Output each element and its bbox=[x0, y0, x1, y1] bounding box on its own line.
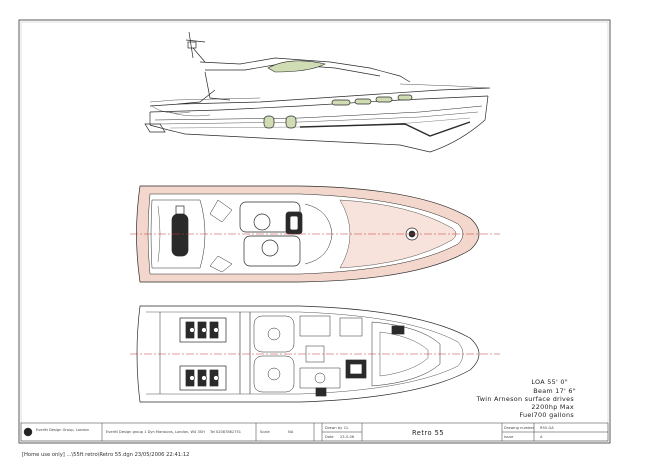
engine bbox=[179, 365, 227, 391]
spec-fuel: Fuel700 gallons bbox=[519, 411, 574, 419]
window-strip bbox=[354, 98, 372, 105]
spec-loa: LOA 55' 0" bbox=[531, 378, 568, 386]
engine bbox=[179, 317, 227, 343]
side-profile-view bbox=[144, 31, 491, 153]
company-name: Everitt Design Group, London bbox=[36, 428, 89, 432]
issue-value: A bbox=[540, 435, 543, 439]
windscreen-glass bbox=[267, 60, 326, 73]
deck-plan-view bbox=[130, 185, 500, 283]
drawn-label: Drawn by bbox=[325, 426, 343, 430]
scale-value: NA bbox=[288, 430, 294, 434]
window-strip bbox=[331, 99, 351, 106]
accommodation-plan-view bbox=[130, 305, 500, 403]
company-logo bbox=[23, 427, 33, 437]
date-label: Date bbox=[325, 435, 334, 439]
drawing-number-label: Drawing number bbox=[504, 426, 535, 430]
date-value: 23-5-06 bbox=[340, 435, 355, 439]
company-address: Everitt Design group 1 Dyn Mansions, Lon… bbox=[106, 430, 205, 434]
window-strip bbox=[397, 94, 413, 101]
porthole bbox=[263, 115, 275, 129]
file-path-footer: [Home use only] ...\55ft retro\Retro 55.… bbox=[22, 452, 190, 458]
spec-power: 2200hp Max bbox=[531, 403, 574, 411]
spec-beam: Beam 17' 6" bbox=[533, 387, 576, 395]
drawing-number-value: R55-GA bbox=[540, 426, 554, 430]
porthole bbox=[285, 115, 297, 129]
title-block bbox=[20, 422, 609, 442]
drawing-border bbox=[18, 19, 611, 444]
spec-drives: Twin Arneson surface drives bbox=[476, 395, 574, 403]
company-phone: Tel 02087862751 bbox=[210, 430, 242, 434]
project-title: Retro 55 bbox=[412, 429, 445, 437]
issue-label: Issue bbox=[504, 435, 514, 439]
window-strip bbox=[375, 96, 393, 103]
drawn-value: CL bbox=[344, 426, 349, 430]
scale-label: Scale bbox=[260, 430, 270, 434]
